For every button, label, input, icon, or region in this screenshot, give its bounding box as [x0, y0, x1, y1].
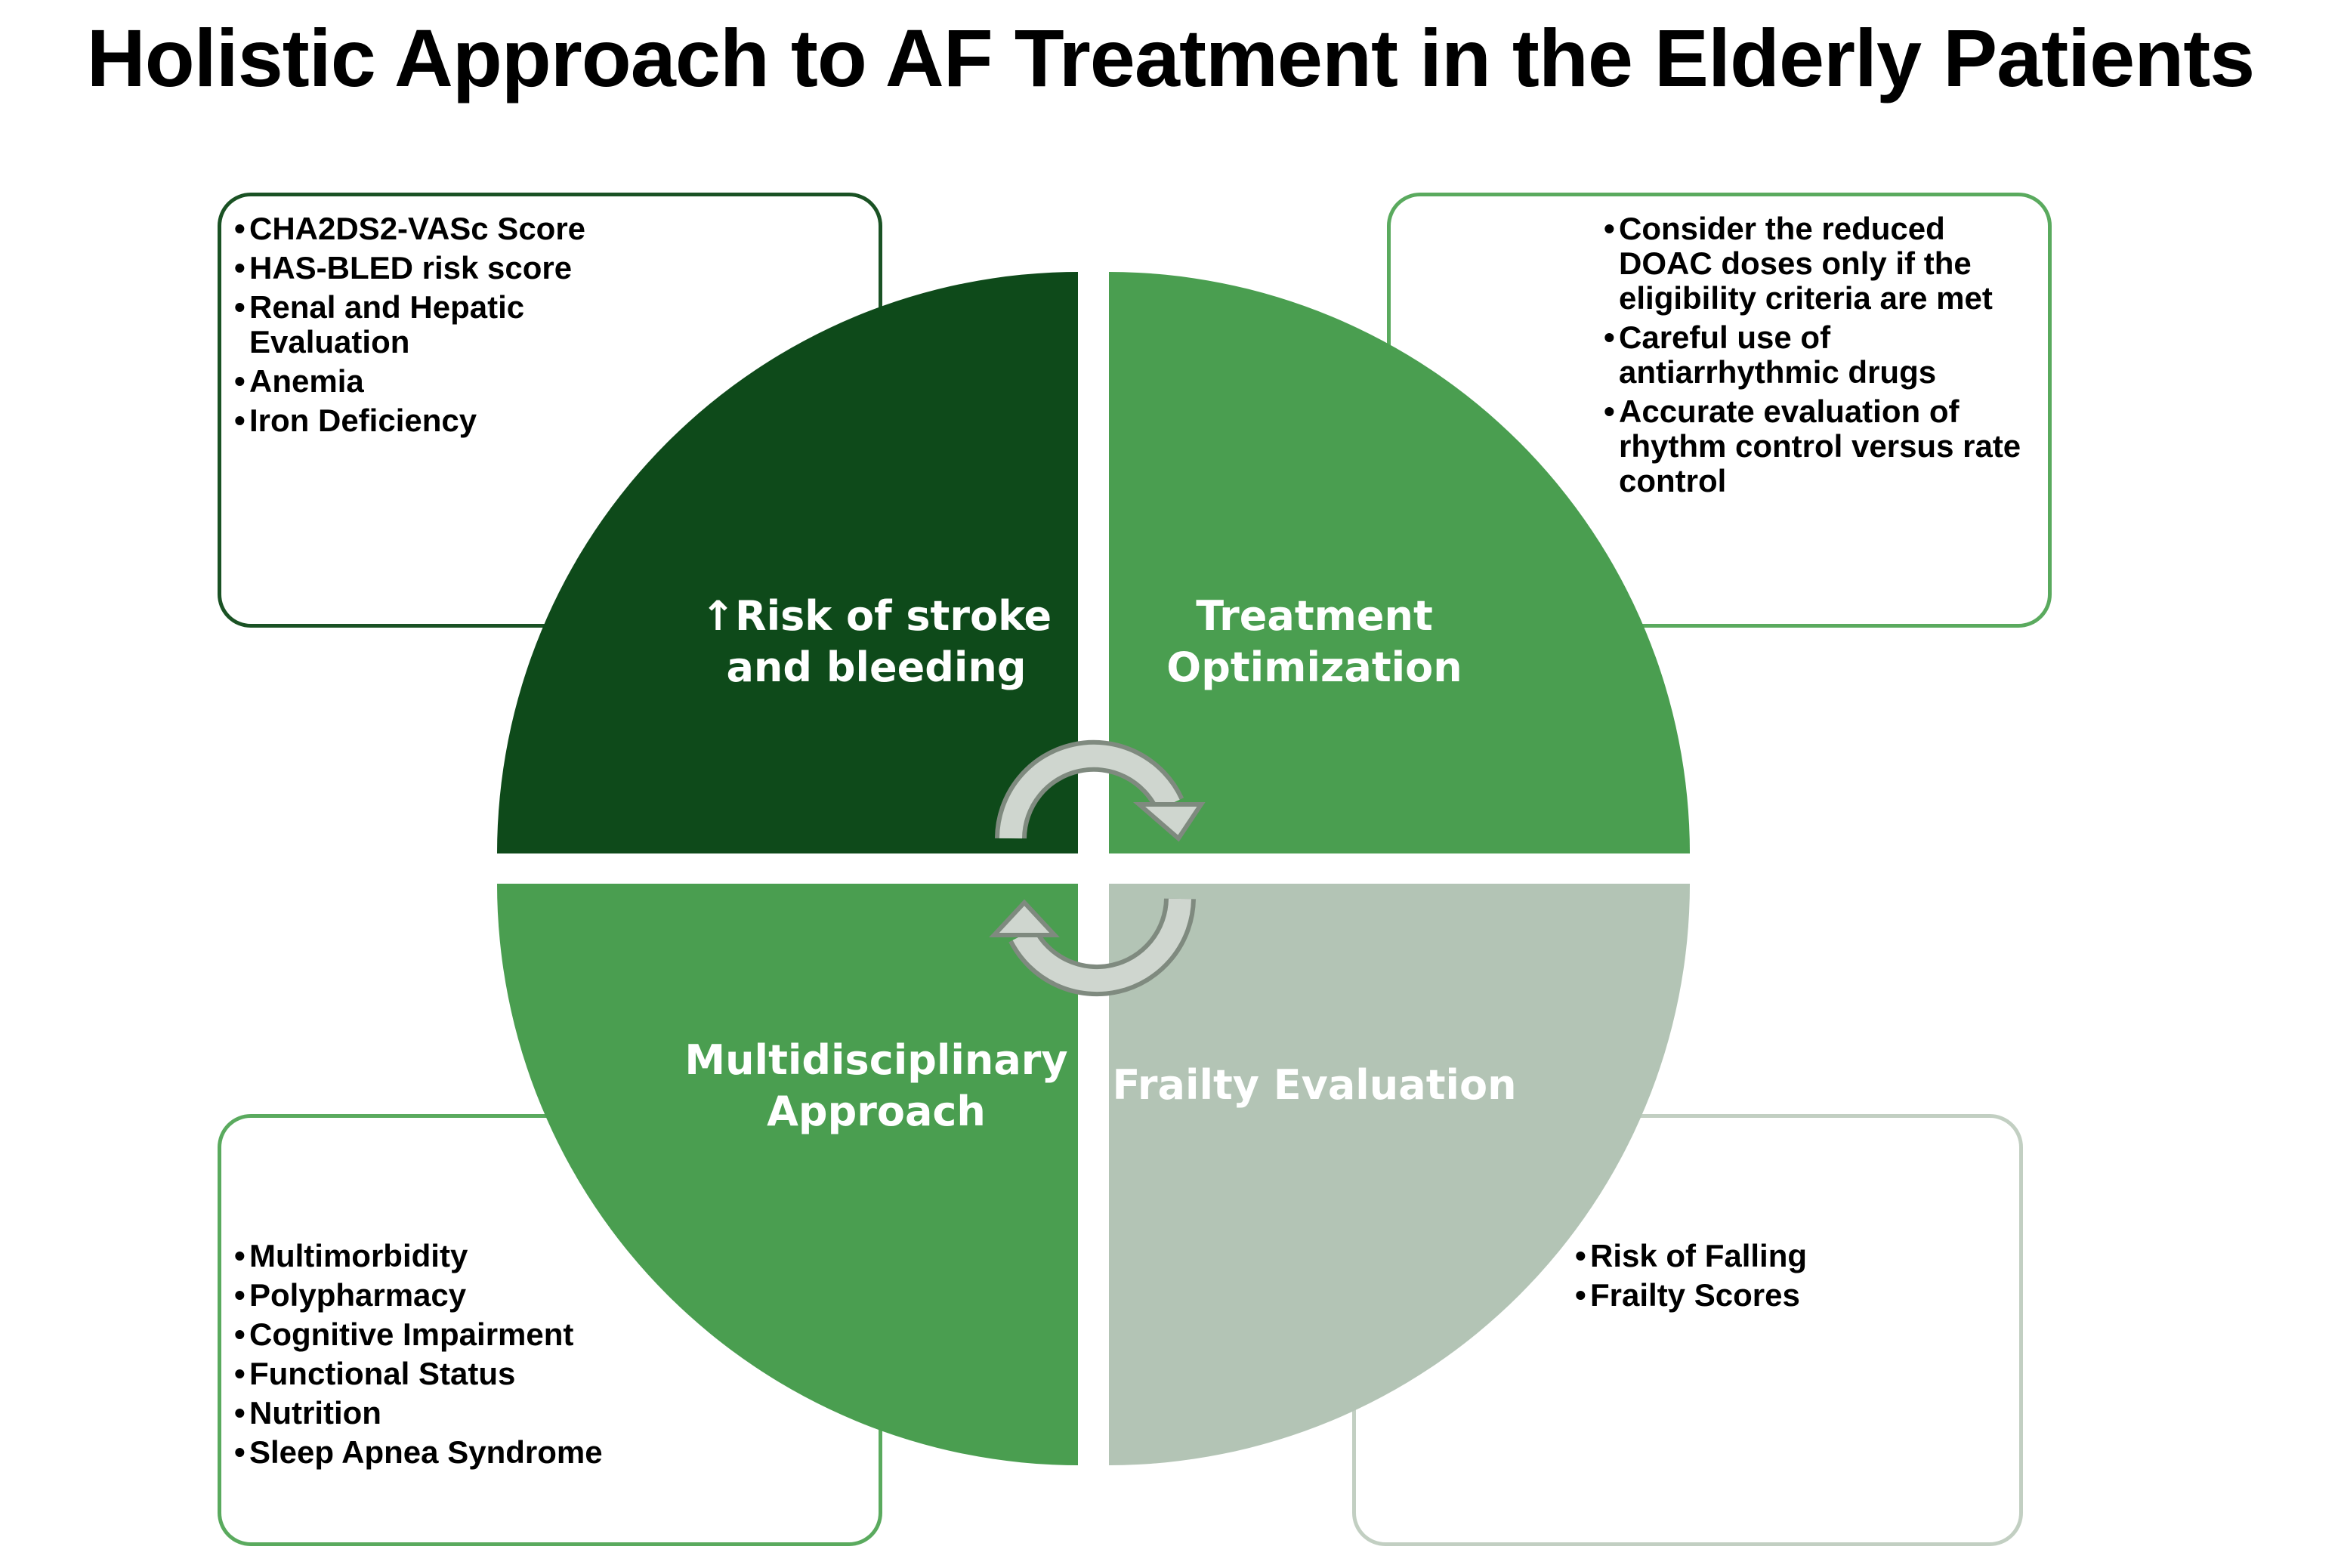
quadrant-label-multidisciplinary: Multidisciplinary Approach	[684, 1036, 1068, 1135]
multidisciplinary-bullet-list: Multimorbidity Polypharmacy Cognitive Im…	[234, 1239, 778, 1474]
list-item: Sleep Apnea Syndrome	[234, 1435, 778, 1471]
list-item: Nutrition	[234, 1396, 778, 1431]
list-item: Accurate evaluation of rhythm control ve…	[1604, 394, 2027, 498]
list-item: Functional Status	[234, 1357, 778, 1392]
list-item: Multimorbidity	[234, 1239, 778, 1274]
quadrant-treatment	[1109, 272, 1690, 853]
treatment-bullet-list: Consider the reduced DOAC doses only if …	[1604, 211, 2027, 503]
cycle-arrow-top-icon	[995, 739, 1206, 842]
list-item: CHA2DS2-VASc Score	[234, 211, 657, 247]
list-item: Polypharmacy	[234, 1278, 778, 1313]
quadrant-multidisciplinary	[497, 884, 1078, 1465]
list-item: HAS-BLED risk score	[234, 251, 657, 286]
quadrant-label-treatment: Treatment Optimization	[1166, 592, 1462, 691]
quadrant-frailty	[1109, 884, 1690, 1465]
list-item: Careful use of antiarrhythmic drugs	[1604, 320, 2027, 390]
list-item: Iron Deficiency	[234, 403, 657, 439]
list-item: Risk of Falling	[1575, 1239, 1998, 1274]
quadrant-risk	[497, 272, 1078, 853]
list-item: Renal and Hepatic Evaluation	[234, 290, 657, 360]
list-item: Consider the reduced DOAC doses only if …	[1604, 211, 2027, 316]
quadrant-label-risk: ↑Risk of stroke and bleeding	[700, 592, 1052, 691]
list-item: Frailty Scores	[1575, 1278, 1998, 1313]
quadrant-label-frailty: Frailty Evaluation	[1112, 1061, 1517, 1109]
list-item: Anemia	[234, 364, 657, 400]
page-title: Holistic Approach to AF Treatment in the…	[86, 12, 2256, 103]
risk-bullet-list: CHA2DS2-VASc Score HAS-BLED risk score R…	[234, 211, 657, 443]
frailty-bullet-list: Risk of Falling Frailty Scores	[1575, 1239, 1998, 1317]
cycle-arrow-bottom-icon	[989, 898, 1196, 997]
list-item: Cognitive Impairment	[234, 1317, 778, 1353]
